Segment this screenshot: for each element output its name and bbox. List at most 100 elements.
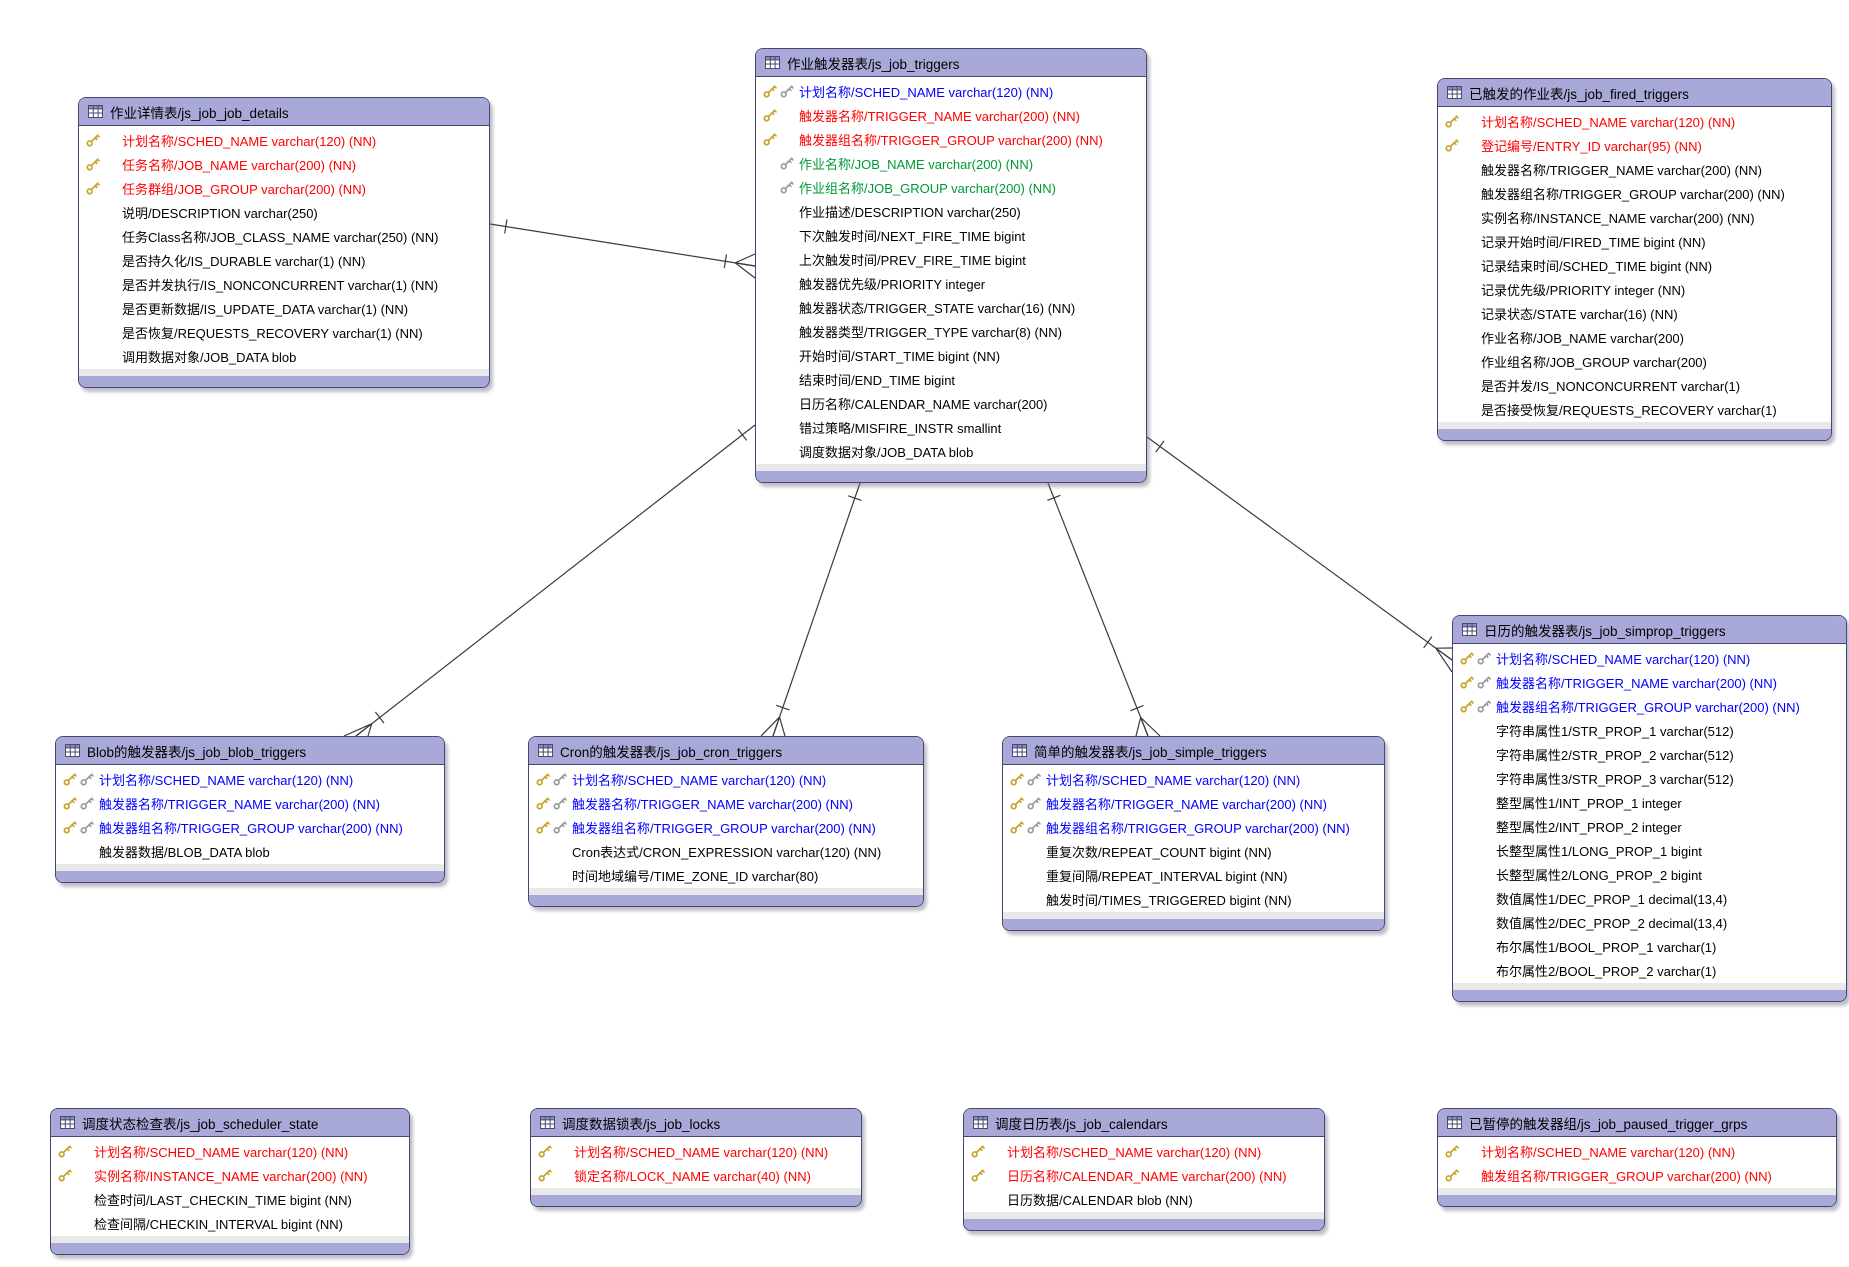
table-field-row[interactable]: 上次触发时间/PREV_FIRE_TIME bigint	[756, 247, 1146, 271]
table-field-row[interactable]: 记录开始时间/FIRED_TIME bigint (NN)	[1438, 229, 1831, 253]
table-field-row[interactable]: 计划名称/SCHED_NAME varchar(120) (NN)	[531, 1139, 861, 1163]
table-field-row[interactable]: 日历名称/CALENDAR_NAME varchar(200) (NN)	[964, 1163, 1324, 1187]
table-field-row[interactable]: 作业组名称/JOB_GROUP varchar(200)	[1438, 349, 1831, 373]
table-field-row[interactable]: 触发器组名称/TRIGGER_GROUP varchar(200) (NN)	[56, 815, 444, 839]
table-field-row[interactable]: 字符串属性2/STR_PROP_2 varchar(512)	[1453, 742, 1846, 766]
table-field-row[interactable]: 整型属性1/INT_PROP_1 integer	[1453, 790, 1846, 814]
table-field-row[interactable]: 计划名称/SCHED_NAME varchar(120) (NN)	[1453, 646, 1846, 670]
table-fired[interactable]: 已触发的作业表/js_job_fired_triggers 计划名称/SCHED…	[1437, 78, 1832, 441]
table-field-row[interactable]: 触发器名称/TRIGGER_NAME varchar(200) (NN)	[1003, 791, 1384, 815]
table-field-row[interactable]: 计划名称/SCHED_NAME varchar(120) (NN)	[1003, 767, 1384, 791]
table-field-row[interactable]: 触发器名称/TRIGGER_NAME varchar(200) (NN)	[756, 103, 1146, 127]
table-field-row[interactable]: 触发时间/TIMES_TRIGGERED bigint (NN)	[1003, 887, 1384, 911]
table-field-row[interactable]: 触发器组名称/TRIGGER_GROUP varchar(200) (NN)	[529, 815, 923, 839]
table-field-row[interactable]: 记录结束时间/SCHED_TIME bigint (NN)	[1438, 253, 1831, 277]
table-field-row[interactable]: 记录状态/STATE varchar(16) (NN)	[1438, 301, 1831, 325]
table-field-row[interactable]: 作业组名称/JOB_GROUP varchar(200) (NN)	[756, 175, 1146, 199]
table-field-row[interactable]: 实例名称/INSTANCE_NAME varchar(200) (NN)	[51, 1163, 409, 1187]
table-field-row[interactable]: 触发器名称/TRIGGER_NAME varchar(200) (NN)	[1438, 157, 1831, 181]
table-field-row[interactable]: 触发组名称/TRIGGER_GROUP varchar(200) (NN)	[1438, 1163, 1836, 1187]
table-field-row[interactable]: 重复间隔/REPEAT_INTERVAL bigint (NN)	[1003, 863, 1384, 887]
table-field-row[interactable]: 布尔属性1/BOOL_PROP_1 varchar(1)	[1453, 934, 1846, 958]
table-simple[interactable]: 简单的触发器表/js_job_simple_triggers 计划名称/SCHE…	[1002, 736, 1385, 931]
table-field-row[interactable]: 是否恢复/REQUESTS_RECOVERY varchar(1) (NN)	[79, 320, 489, 344]
table-field-row[interactable]: 计划名称/SCHED_NAME varchar(120) (NN)	[529, 767, 923, 791]
table-field-row[interactable]: 调度数据对象/JOB_DATA blob	[756, 439, 1146, 463]
table-field-row[interactable]: 触发器名称/TRIGGER_NAME varchar(200) (NN)	[529, 791, 923, 815]
er-table-header[interactable]: 简单的触发器表/js_job_simple_triggers	[1003, 737, 1384, 765]
table-field-row[interactable]: 是否持久化/IS_DURABLE varchar(1) (NN)	[79, 248, 489, 272]
er-table-header[interactable]: 已触发的作业表/js_job_fired_triggers	[1438, 79, 1831, 107]
table-locks[interactable]: 调度数据锁表/js_job_locks 计划名称/SCHED_NAME varc…	[530, 1108, 862, 1207]
table-triggers[interactable]: 作业触发器表/js_job_triggers 计划名称/SCHED_NAME v…	[755, 48, 1147, 483]
table-field-row[interactable]: 字符串属性3/STR_PROP_3 varchar(512)	[1453, 766, 1846, 790]
table-job_details[interactable]: 作业详情表/js_job_job_details 计划名称/SCHED_NAME…	[78, 97, 490, 388]
table-field-row[interactable]: 检查间隔/CHECKIN_INTERVAL bigint (NN)	[51, 1211, 409, 1235]
table-field-row[interactable]: 任务名称/JOB_NAME varchar(200) (NN)	[79, 152, 489, 176]
table-calendars[interactable]: 调度日历表/js_job_calendars 计划名称/SCHED_NAME v…	[963, 1108, 1325, 1231]
table-scheduler_state[interactable]: 调度状态检查表/js_job_scheduler_state 计划名称/SCHE…	[50, 1108, 410, 1255]
table-field-row[interactable]: 触发器组名称/TRIGGER_GROUP varchar(200) (NN)	[756, 127, 1146, 151]
table-field-row[interactable]: 错过策略/MISFIRE_INSTR smallint	[756, 415, 1146, 439]
table-field-row[interactable]: 日历名称/CALENDAR_NAME varchar(200)	[756, 391, 1146, 415]
table-field-row[interactable]: 记录优先级/PRIORITY integer (NN)	[1438, 277, 1831, 301]
table-field-row[interactable]: 锁定名称/LOCK_NAME varchar(40) (NN)	[531, 1163, 861, 1187]
table-field-row[interactable]: 触发器组名称/TRIGGER_GROUP varchar(200) (NN)	[1003, 815, 1384, 839]
er-table-header[interactable]: 作业触发器表/js_job_triggers	[756, 49, 1146, 77]
table-field-row[interactable]: 字符串属性1/STR_PROP_1 varchar(512)	[1453, 718, 1846, 742]
table-blob[interactable]: Blob的触发器表/js_job_blob_triggers 计划名称/SCHE…	[55, 736, 445, 883]
table-field-row[interactable]: 是否并发执行/IS_NONCONCURRENT varchar(1) (NN)	[79, 272, 489, 296]
table-field-row[interactable]: 触发器组名称/TRIGGER_GROUP varchar(200) (NN)	[1438, 181, 1831, 205]
er-table-header[interactable]: 调度状态检查表/js_job_scheduler_state	[51, 1109, 409, 1137]
er-table-header[interactable]: 作业详情表/js_job_job_details	[79, 98, 489, 126]
table-field-row[interactable]: 计划名称/SCHED_NAME varchar(120) (NN)	[51, 1139, 409, 1163]
table-field-row[interactable]: Cron表达式/CRON_EXPRESSION varchar(120) (NN…	[529, 839, 923, 863]
table-field-row[interactable]: 计划名称/SCHED_NAME varchar(120) (NN)	[79, 128, 489, 152]
table-field-row[interactable]: 触发器状态/TRIGGER_STATE varchar(16) (NN)	[756, 295, 1146, 319]
table-field-row[interactable]: 开始时间/START_TIME bigint (NN)	[756, 343, 1146, 367]
table-field-row[interactable]: 触发器优先级/PRIORITY integer	[756, 271, 1146, 295]
table-paused[interactable]: 已暂停的触发器组/js_job_paused_trigger_grps 计划名称…	[1437, 1108, 1837, 1207]
table-cron[interactable]: Cron的触发器表/js_job_cron_triggers 计划名称/SCHE…	[528, 736, 924, 907]
table-field-row[interactable]: 长整型属性2/LONG_PROP_2 bigint	[1453, 862, 1846, 886]
table-field-row[interactable]: 计划名称/SCHED_NAME varchar(120) (NN)	[756, 79, 1146, 103]
table-field-row[interactable]: 数值属性1/DEC_PROP_1 decimal(13,4)	[1453, 886, 1846, 910]
table-field-row[interactable]: 长整型属性1/LONG_PROP_1 bigint	[1453, 838, 1846, 862]
table-field-row[interactable]: 触发器名称/TRIGGER_NAME varchar(200) (NN)	[56, 791, 444, 815]
table-field-row[interactable]: 计划名称/SCHED_NAME varchar(120) (NN)	[964, 1139, 1324, 1163]
table-field-row[interactable]: 计划名称/SCHED_NAME varchar(120) (NN)	[1438, 109, 1831, 133]
table-field-row[interactable]: 登记编号/ENTRY_ID varchar(95) (NN)	[1438, 133, 1831, 157]
table-field-row[interactable]: 结束时间/END_TIME bigint	[756, 367, 1146, 391]
table-field-row[interactable]: 是否接受恢复/REQUESTS_RECOVERY varchar(1)	[1438, 397, 1831, 421]
table-field-row[interactable]: 计划名称/SCHED_NAME varchar(120) (NN)	[1438, 1139, 1836, 1163]
table-field-row[interactable]: 作业描述/DESCRIPTION varchar(250)	[756, 199, 1146, 223]
table-field-row[interactable]: 触发器数据/BLOB_DATA blob	[56, 839, 444, 863]
table-field-row[interactable]: 检查时间/LAST_CHECKIN_TIME bigint (NN)	[51, 1187, 409, 1211]
er-table-header[interactable]: Blob的触发器表/js_job_blob_triggers	[56, 737, 444, 765]
er-table-header[interactable]: 调度日历表/js_job_calendars	[964, 1109, 1324, 1137]
table-field-row[interactable]: 触发器类型/TRIGGER_TYPE varchar(8) (NN)	[756, 319, 1146, 343]
table-field-row[interactable]: 数值属性2/DEC_PROP_2 decimal(13,4)	[1453, 910, 1846, 934]
table-field-row[interactable]: 说明/DESCRIPTION varchar(250)	[79, 200, 489, 224]
table-field-row[interactable]: 计划名称/SCHED_NAME varchar(120) (NN)	[56, 767, 444, 791]
table-field-row[interactable]: 任务Class名称/JOB_CLASS_NAME varchar(250) (N…	[79, 224, 489, 248]
table-field-row[interactable]: 日历数据/CALENDAR blob (NN)	[964, 1187, 1324, 1211]
table-field-row[interactable]: 是否并发/IS_NONCONCURRENT varchar(1)	[1438, 373, 1831, 397]
table-field-row[interactable]: 实例名称/INSTANCE_NAME varchar(200) (NN)	[1438, 205, 1831, 229]
table-field-row[interactable]: 整型属性2/INT_PROP_2 integer	[1453, 814, 1846, 838]
table-field-row[interactable]: 时间地域编号/TIME_ZONE_ID varchar(80)	[529, 863, 923, 887]
table-field-row[interactable]: 触发器组名称/TRIGGER_GROUP varchar(200) (NN)	[1453, 694, 1846, 718]
er-table-header[interactable]: 日历的触发器表/js_job_simprop_triggers	[1453, 616, 1846, 644]
table-field-row[interactable]: 触发器名称/TRIGGER_NAME varchar(200) (NN)	[1453, 670, 1846, 694]
table-field-row[interactable]: 重复次数/REPEAT_COUNT bigint (NN)	[1003, 839, 1384, 863]
table-field-row[interactable]: 作业名称/JOB_NAME varchar(200)	[1438, 325, 1831, 349]
table-simprop[interactable]: 日历的触发器表/js_job_simprop_triggers 计划名称/SCH…	[1452, 615, 1847, 1002]
er-table-header[interactable]: 已暂停的触发器组/js_job_paused_trigger_grps	[1438, 1109, 1836, 1137]
table-field-row[interactable]: 是否更新数据/IS_UPDATE_DATA varchar(1) (NN)	[79, 296, 489, 320]
table-field-row[interactable]: 调用数据对象/JOB_DATA blob	[79, 344, 489, 368]
er-table-header[interactable]: Cron的触发器表/js_job_cron_triggers	[529, 737, 923, 765]
table-field-row[interactable]: 下次触发时间/NEXT_FIRE_TIME bigint	[756, 223, 1146, 247]
er-table-header[interactable]: 调度数据锁表/js_job_locks	[531, 1109, 861, 1137]
table-field-row[interactable]: 任务群组/JOB_GROUP varchar(200) (NN)	[79, 176, 489, 200]
table-field-row[interactable]: 作业名称/JOB_NAME varchar(200) (NN)	[756, 151, 1146, 175]
